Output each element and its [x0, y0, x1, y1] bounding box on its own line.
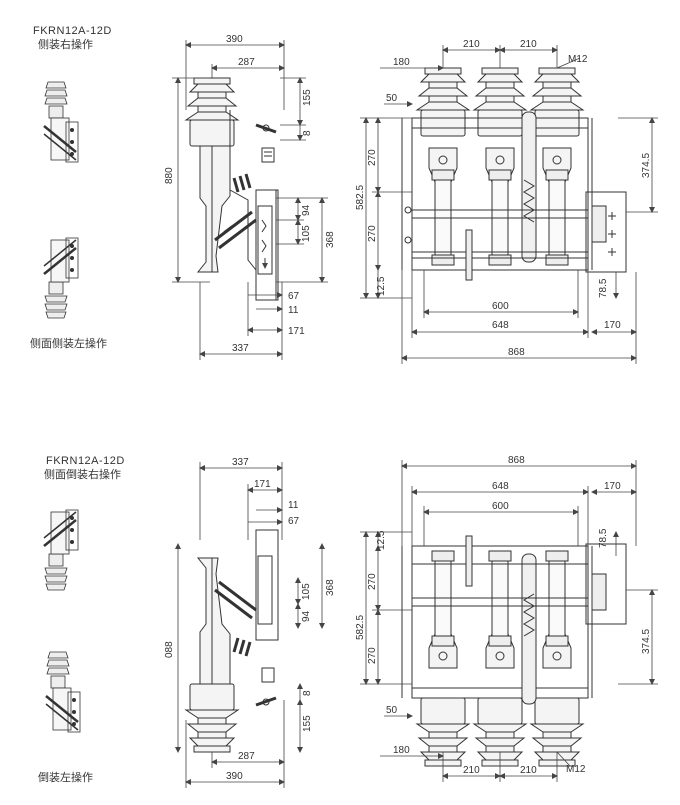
dim-210-a: 210: [463, 39, 480, 50]
top-front-dimensions: [360, 45, 658, 364]
top-side-view: [185, 77, 279, 301]
dim-b-210-a: 210: [463, 765, 480, 776]
dim-b-180: 180: [393, 745, 410, 756]
bottom-caption-right: 侧面倒装右操作: [44, 469, 121, 481]
dim-648: 648: [492, 320, 509, 331]
dim-b-78-5: 78.5: [598, 528, 609, 548]
dim-b-270-a: 270: [367, 573, 378, 590]
dim-171: 171: [288, 326, 305, 337]
dim-b-390: 390: [226, 771, 243, 782]
dim-b-600: 600: [492, 501, 509, 512]
dim-880: 880: [164, 167, 175, 184]
dim-b-171: 171: [254, 479, 271, 490]
dim-b-12-5: 12.5: [376, 530, 387, 550]
dim-270-a: 270: [367, 149, 378, 166]
dim-210-b: 210: [520, 39, 537, 50]
bottom-caption-left: 倒装左操作: [38, 772, 93, 784]
dim-b-210-b: 210: [520, 765, 537, 776]
bottom-side-dimension-labels: 337 171 11 67 088 105 94 368 8 155 287 3…: [164, 457, 336, 782]
top-caption-left: 侧面侧装左操作: [30, 338, 107, 350]
thumbnail-top-right-operation: [42, 80, 80, 164]
top-side-dimensions: [172, 40, 328, 360]
dim-600: 600: [492, 301, 509, 312]
thumbnail-top-left-operation: [42, 236, 80, 320]
bottom-front-dimension-labels: 868 648 170 600 12.5 78.5 270 582.5 270 …: [355, 455, 652, 776]
bottom-model-label: FKRN12A-12D: [46, 455, 125, 467]
bottom-side-view: [185, 529, 279, 753]
top-front-dimension-labels: 210 210 180 M12 50 270 582.5 270 12.5 37…: [355, 39, 652, 358]
dim-b-374-5: 374.5: [641, 629, 652, 654]
dim-b-170: 170: [604, 481, 621, 492]
dim-b-105: 105: [301, 583, 312, 600]
dim-b-582-5: 582.5: [355, 615, 366, 640]
dim-12-5: 12.5: [376, 276, 387, 296]
dim-868: 868: [508, 347, 525, 358]
dim-180: 180: [393, 57, 410, 68]
dim-b-11: 11: [288, 500, 299, 511]
bottom-side-dimensions: [175, 462, 325, 788]
dim-b-m12: M12: [566, 764, 586, 775]
thumbnail-bottom-right-operation: [42, 508, 80, 592]
bottom-front-view: [401, 535, 627, 767]
dim-67: 67: [288, 291, 300, 302]
dim-155: 155: [302, 89, 313, 106]
top-model-label: FKRN12A-12D: [33, 25, 112, 37]
dim-b-337: 337: [232, 457, 249, 468]
top-side-dimension-labels: 390 287 155 8 880 94 105 368 67 11 171 3…: [164, 34, 336, 354]
dim-50: 50: [386, 93, 398, 104]
dim-78-5: 78.5: [598, 278, 609, 298]
dim-b-94: 94: [301, 610, 312, 622]
dim-b-8: 8: [302, 690, 313, 696]
dim-170: 170: [604, 320, 621, 331]
dim-b-880: 088: [164, 641, 175, 658]
dim-105: 105: [301, 225, 312, 242]
dim-374-5: 374.5: [641, 153, 652, 178]
dim-287: 287: [238, 57, 255, 68]
dim-m12: M12: [568, 54, 588, 65]
dim-368: 368: [325, 231, 336, 248]
dim-390: 390: [226, 34, 243, 45]
dim-337: 337: [232, 343, 249, 354]
dim-b-155: 155: [302, 715, 313, 732]
dim-b-67: 67: [288, 516, 300, 527]
bottom-front-dimensions: [360, 460, 658, 782]
thumbnail-bottom-left-operation: [44, 650, 82, 734]
dim-b-368: 368: [325, 579, 336, 596]
dim-94: 94: [301, 204, 312, 216]
dim-b-287: 287: [238, 751, 255, 762]
dim-8: 8: [302, 130, 313, 136]
dim-b-50: 50: [386, 705, 398, 716]
top-caption-right: 侧装右操作: [38, 39, 93, 51]
dim-b-270-b: 270: [367, 647, 378, 664]
dim-b-868: 868: [508, 455, 525, 466]
dim-b-648: 648: [492, 481, 509, 492]
top-front-view: [401, 67, 627, 281]
dim-11: 11: [288, 305, 299, 316]
dim-582-5: 582.5: [355, 185, 366, 210]
dim-270-b: 270: [367, 225, 378, 242]
